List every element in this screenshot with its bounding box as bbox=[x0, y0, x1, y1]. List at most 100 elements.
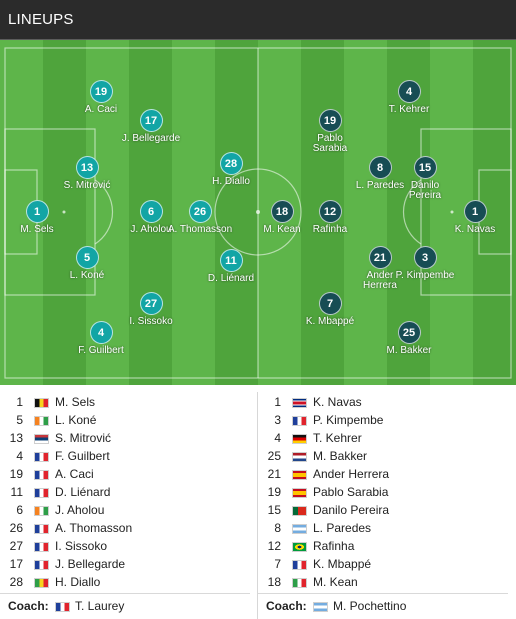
shirt-number: 4 bbox=[16, 449, 23, 463]
player-name: M. Sels bbox=[20, 224, 54, 235]
netherlands-flag-icon bbox=[292, 452, 307, 462]
player-name-link[interactable]: J. Bellegarde bbox=[55, 557, 126, 571]
player-name-link[interactable]: L. Koné bbox=[55, 413, 97, 427]
germany-flag-icon bbox=[292, 434, 307, 444]
lineups-title: LINEUPS bbox=[8, 11, 74, 28]
player-name: A. Caci bbox=[84, 104, 118, 115]
player-name: T. Kehrer bbox=[388, 104, 430, 115]
shirt-number-badge: 26 bbox=[188, 200, 212, 223]
player-name-link[interactable]: M. Kean bbox=[313, 575, 358, 589]
player-name-link[interactable]: J. Aholou bbox=[55, 503, 105, 517]
player-name-link[interactable]: Danilo Pereira bbox=[313, 503, 390, 517]
shirt-number-badge: 1 bbox=[25, 200, 49, 223]
player-name-link[interactable]: K. Navas bbox=[313, 395, 362, 409]
belgium-flag-icon bbox=[34, 398, 49, 408]
player-name-link[interactable]: F. Guilbert bbox=[55, 449, 110, 463]
player-name-link[interactable]: S. Mitrović bbox=[55, 431, 112, 445]
player-name-link[interactable]: A. Caci bbox=[55, 467, 94, 481]
player-name: Danilo Pereira bbox=[408, 180, 442, 201]
lineup-row[interactable]: 17 J. Bellegarde bbox=[0, 555, 250, 573]
france-flag-icon bbox=[34, 560, 49, 570]
player-name-link[interactable]: Pablo Sarabia bbox=[313, 485, 389, 499]
lineup-row[interactable]: 1 M. Sels bbox=[0, 393, 250, 411]
france-flag-icon bbox=[34, 452, 49, 462]
lineup-row[interactable]: 19 A. Caci bbox=[0, 465, 250, 483]
brazil-flag-icon bbox=[292, 542, 307, 552]
player-name-link[interactable]: K. Mbappé bbox=[313, 557, 372, 571]
coach-label: Coach: bbox=[266, 599, 307, 613]
lineup-row[interactable]: 13 S. Mitrović bbox=[0, 429, 250, 447]
shirt-number-badge: 3 bbox=[413, 246, 437, 269]
player-name-link[interactable]: M. Sels bbox=[55, 395, 96, 409]
shirt-number-badge: 17 bbox=[139, 109, 163, 132]
shirt-number: 17 bbox=[9, 557, 23, 571]
shirt-number: 26 bbox=[9, 521, 23, 535]
coach-label: Coach: bbox=[8, 599, 49, 613]
player-name-link[interactable]: T. Kehrer bbox=[313, 431, 362, 445]
player-name-link[interactable]: Ander Herrera bbox=[313, 467, 390, 481]
player-name-link[interactable]: D. Liénard bbox=[55, 485, 111, 499]
lineup-row[interactable]: 4 F. Guilbert bbox=[0, 447, 250, 465]
player-name-link[interactable]: P. Kimpembe bbox=[313, 413, 384, 427]
home-coach-name: T. Laurey bbox=[75, 599, 125, 613]
player-name: K. Navas bbox=[454, 224, 496, 235]
player-name-link[interactable]: L. Paredes bbox=[313, 521, 372, 535]
player-name-link[interactable]: Rafinha bbox=[313, 539, 355, 553]
shirt-number: 13 bbox=[9, 431, 23, 445]
player-name: L. Koné bbox=[69, 270, 105, 281]
lineup-row[interactable]: 26 A. Thomasson bbox=[0, 519, 250, 537]
player-name-link[interactable]: M. Bakker bbox=[313, 449, 368, 463]
shirt-number: 7 bbox=[274, 557, 281, 571]
lineup-row[interactable]: 7 K. Mbappé bbox=[258, 555, 508, 573]
portugal-flag-icon bbox=[292, 506, 307, 516]
player-name: M. Kean bbox=[263, 224, 301, 235]
player-name-link[interactable]: A. Thomasson bbox=[55, 521, 133, 535]
lineup-lists: 1 M. Sels 5 L. Koné 13 S. Mitrović 4 F. Guilber… bbox=[0, 393, 516, 619]
shirt-number: 19 bbox=[9, 467, 23, 481]
player-name-link[interactable]: I. Sissoko bbox=[55, 539, 108, 553]
player-name: J. Aholou bbox=[130, 224, 172, 235]
shirt-number: 1 bbox=[16, 395, 23, 409]
shirt-number: 5 bbox=[16, 413, 23, 427]
lineup-row[interactable]: 5 L. Koné bbox=[0, 411, 250, 429]
player-name: M. Bakker bbox=[386, 345, 432, 356]
player-name-link[interactable]: H. Diallo bbox=[55, 575, 101, 589]
